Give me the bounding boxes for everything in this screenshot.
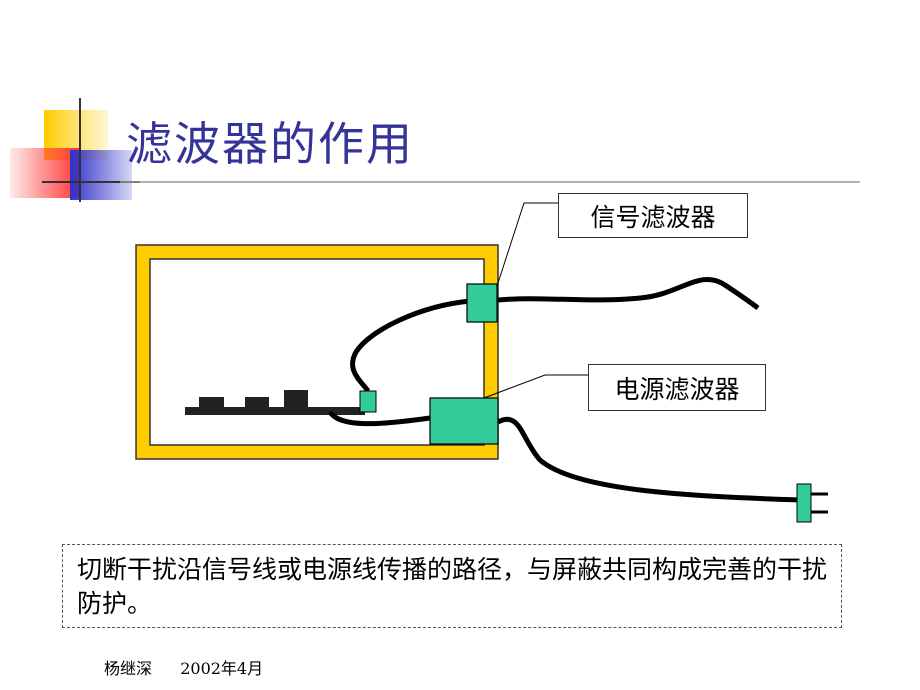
signal-filter	[466, 283, 498, 323]
component-1	[199, 397, 224, 409]
page-title: 滤波器的作用	[126, 117, 414, 171]
title-underline	[120, 181, 860, 183]
signal-callout-line	[496, 202, 558, 287]
internal-signal-cable	[350, 298, 471, 393]
external-power-cable	[496, 416, 801, 503]
external-signal-cable	[497, 277, 760, 311]
internal-power-cable	[327, 410, 431, 427]
power-filter	[429, 397, 499, 445]
title-decoration	[10, 98, 140, 202]
component-3	[284, 390, 308, 409]
footer-date: 2002年4月	[180, 659, 264, 678]
board-connector	[359, 390, 377, 413]
footer: 杨继深 2002年4月	[104, 655, 263, 679]
signal-filter-label: 信号滤波器	[558, 193, 748, 238]
circuit-board	[185, 407, 365, 415]
power-callout-line	[483, 374, 588, 399]
description-note: 切断干扰沿信号线或电源线传播的路径，与屏蔽共同构成完善的干扰防护。	[62, 544, 842, 628]
power-plug-icon	[796, 483, 828, 523]
footer-author: 杨继深	[104, 659, 153, 678]
power-filter-label: 电源滤波器	[588, 364, 766, 411]
shielded-enclosure	[136, 245, 498, 459]
component-2	[245, 397, 269, 409]
